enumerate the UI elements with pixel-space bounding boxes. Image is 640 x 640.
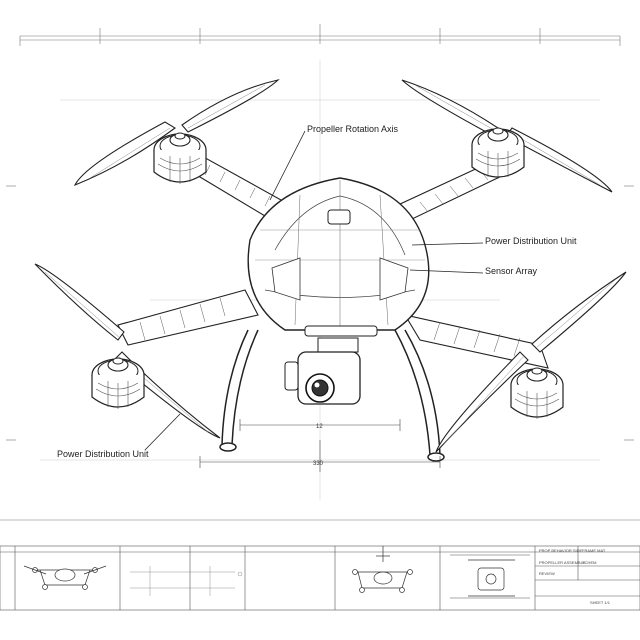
thumbnail-sideview [130, 566, 243, 596]
sheet-frame [0, 24, 640, 521]
title-block-sheet: SHEET 1/1 [590, 600, 610, 605]
body-sensor-window [327, 209, 351, 225]
arm-rear-right [403, 314, 549, 369]
title-block-row1a: PROP BEHAVIOR SIDE [539, 548, 583, 553]
title-block-row2b: SCHEM [582, 560, 597, 565]
camera-gimbal [284, 337, 361, 405]
callout-leaders [144, 130, 484, 451]
title-block [0, 545, 640, 611]
leg-right [394, 329, 431, 456]
thumbnail-drone-middle [352, 546, 413, 593]
thumbnail-gimbal [468, 559, 515, 597]
motor-rear-left [91, 357, 145, 410]
title-block-row2a: PROPELLER ASSEMBLY [539, 560, 586, 565]
arm-rear-left [117, 289, 259, 346]
leader-sensor-array [409, 269, 484, 274]
motor-front-right [471, 127, 525, 180]
title-block-row1b: FRAME MAT [582, 548, 606, 553]
leg-left [231, 329, 259, 446]
drone-arms [117, 154, 549, 369]
dimension-label-width: 330 [313, 461, 324, 467]
dimension-lines [199, 419, 441, 472]
dimension-label-height: 12 [316, 424, 323, 430]
leader-pdu-left [144, 413, 181, 451]
arm-hatching [139, 164, 521, 357]
motor-rear-right [510, 367, 564, 420]
thumbnail-drone-left [23, 565, 107, 590]
drone-body [247, 177, 430, 337]
title-block-row3: REVIEW [539, 571, 555, 576]
propeller-blade-details [44, 84, 616, 445]
callout-power-distribution-unit-right: Power Distribution Unit [485, 236, 577, 246]
callout-power-distribution-unit-left: Power Distribution Unit [57, 449, 149, 459]
motor-front-left [153, 132, 207, 185]
leader-propeller-axis [269, 130, 306, 201]
callout-propeller-rotation-axis: Propeller Rotation Axis [307, 124, 399, 134]
body-vent-left [271, 257, 301, 301]
landing-gear [219, 329, 445, 462]
leader-pdu-right [411, 242, 484, 246]
body-vent-right [379, 257, 409, 301]
callout-sensor-array: Sensor Array [485, 266, 538, 276]
